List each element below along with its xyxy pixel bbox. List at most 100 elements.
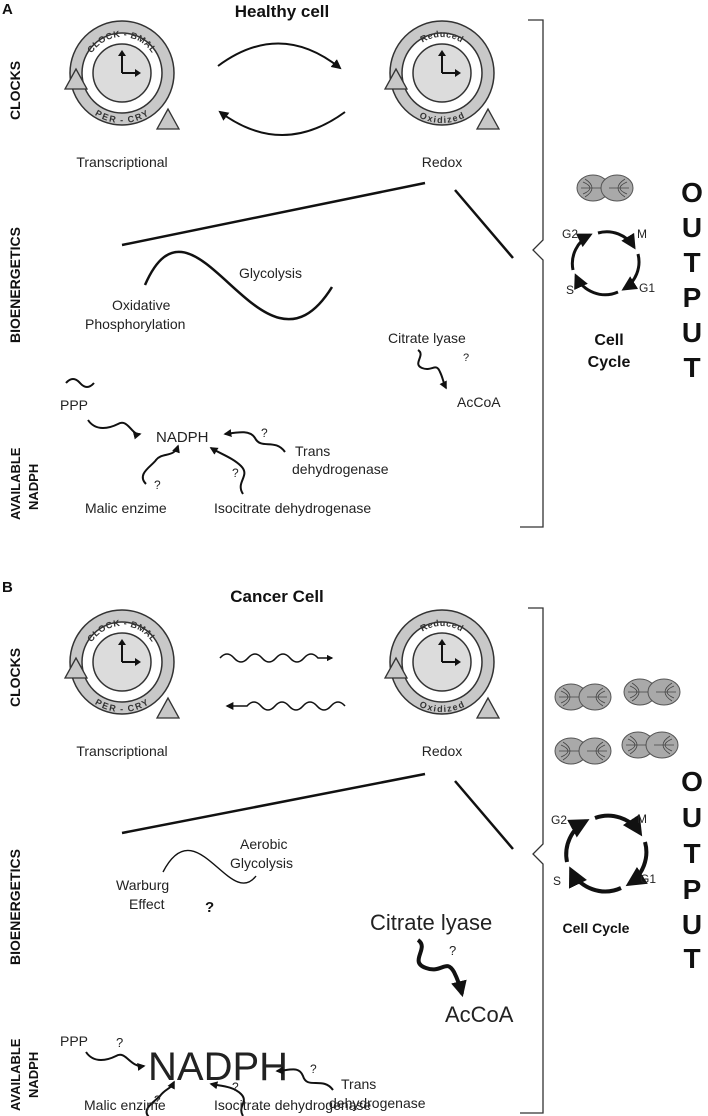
- cycle-m-label: M: [637, 227, 647, 241]
- clock-right-top-label: Reduced: [419, 29, 466, 45]
- isocitrate-label-b: Isocitrate dehydrogenase: [214, 1097, 371, 1113]
- row-label-clocks: CLOCKS: [7, 61, 23, 120]
- row-label-bioenergetics-b: BIOENERGETICS: [7, 849, 23, 965]
- trans-label-b: Trans: [341, 1076, 376, 1092]
- dividing-cell-icon-2: [623, 678, 681, 706]
- row-label-bioenergetics: BIOENERGETICS: [7, 227, 23, 343]
- trans-label: Trans: [295, 443, 330, 459]
- link-redox-output: [454, 189, 514, 259]
- wavy-arrow-to-redox: [219, 653, 334, 663]
- svg-text:P: P: [683, 874, 702, 905]
- panel-a-title: Healthy cell: [235, 2, 330, 21]
- wavy-arrow-to-transcriptional: [225, 701, 346, 711]
- trans-dehydrogenase-label-b: dehydrogenase: [329, 1095, 426, 1111]
- glycolysis-label: Glycolysis: [239, 265, 302, 281]
- link-redox-bioenergetics-b: [121, 772, 426, 835]
- cycle-arrow-g1-s-b: [568, 866, 622, 894]
- isocitrate-question: ?: [232, 466, 239, 480]
- dividing-cell-icon-1: [554, 683, 612, 711]
- panel-b-title: Cancer Cell: [230, 587, 324, 606]
- accoa-label-b: AcCoA: [445, 1002, 514, 1027]
- cell-cycle-diagram: G2 M S G1: [562, 227, 655, 297]
- trans-arrow: [223, 429, 286, 453]
- ppp-label-b: PPP: [60, 1033, 88, 1049]
- cycle-arrow-s-g2: [570, 233, 593, 271]
- isocitrate-arrow-b: [209, 1081, 245, 1116]
- citrate-question: ?: [463, 352, 469, 364]
- cycle-arrow-m-g1: [621, 253, 641, 291]
- bioenergetics-wave-b: [162, 849, 257, 884]
- citrate-arrow-b: [416, 938, 467, 998]
- clock-right-bottom-label-b: Oxidized: [418, 699, 466, 714]
- output-bracket: [520, 19, 544, 528]
- aerobic-glycolysis-label: Glycolysis: [230, 855, 293, 871]
- row-label-nadph-b: NADPH: [26, 1052, 41, 1098]
- svg-text:O: O: [681, 177, 703, 208]
- malic-label: Malic enzime: [85, 500, 167, 516]
- warburg-label: Warburg: [116, 877, 169, 893]
- arrow-redox-to-transcriptional: [218, 110, 346, 136]
- trans-arrow-b: [275, 1066, 334, 1091]
- ppp-label: PPP: [60, 397, 88, 413]
- clock-right-bottom-label: Oxidized: [418, 110, 466, 125]
- svg-text:U: U: [682, 909, 702, 940]
- oxidative-label: Oxidative: [112, 297, 171, 313]
- citrate-lyase-label-b: Citrate lyase: [370, 910, 492, 935]
- trans-question: ?: [261, 426, 268, 440]
- effect-label: Effect: [129, 896, 165, 912]
- malic-arrow-b: [145, 1080, 175, 1116]
- cell-cycle-diagram-b: G2 M S G1: [551, 812, 656, 894]
- output-label-b: O U T P U T: [681, 766, 703, 974]
- citrate-lyase-label: Citrate lyase: [388, 330, 466, 346]
- cycle-g2-label: G2: [562, 227, 578, 241]
- malic-label-b: Malic enzime: [84, 1097, 166, 1113]
- isocitrate-arrow: [209, 447, 246, 495]
- bioenergetics-wave: [143, 250, 334, 321]
- cell-cycle-title-1: Cell: [594, 332, 623, 349]
- dividing-cell-icon: [576, 174, 634, 202]
- citrate-arrow: [417, 349, 447, 390]
- panel-a: A Healthy cell CLOCKS BIOENERGETICS AVAI…: [2, 1, 703, 528]
- isocitrate-label: Isocitrate dehydrogenase: [214, 500, 371, 516]
- aerobic-label: Aerobic: [240, 836, 287, 852]
- trans-dehydrogenase-label: dehydrogenase: [292, 461, 389, 477]
- accoa-label: AcCoA: [457, 394, 501, 410]
- row-label-clocks-b: CLOCKS: [7, 648, 23, 707]
- cycle-arrow-g2-m-b: [594, 813, 643, 837]
- nadph-center-a: NADPH: [156, 429, 209, 446]
- citrate-question-b: ?: [449, 943, 456, 958]
- row-label-available: AVAILABLE: [8, 447, 23, 520]
- link-redox-bioenergetics: [121, 181, 426, 247]
- cycle-g1-label: G1: [639, 281, 655, 295]
- cycle-arrow-g2-m: [597, 230, 636, 250]
- link-redox-output-b: [454, 780, 514, 850]
- output-bracket-b: [520, 607, 544, 1114]
- dividing-cell-icon-4: [621, 731, 679, 759]
- cycle-s-label-b: S: [553, 874, 561, 888]
- cycle-g2-label-b: G2: [551, 813, 567, 827]
- svg-text:O: O: [681, 766, 703, 797]
- trans-question-b: ?: [310, 1062, 317, 1076]
- ppp-arrow-b: [85, 1051, 146, 1071]
- cycle-s-label: S: [566, 283, 574, 297]
- transcriptional-caption: Transcriptional: [76, 154, 167, 170]
- redox-caption: Redox: [422, 154, 462, 170]
- cell-cycle-title-b: Cell Cycle: [563, 920, 630, 936]
- transcriptional-caption-b: Transcriptional: [76, 743, 167, 759]
- row-label-nadph: NADPH: [26, 464, 41, 510]
- panel-a-letter: A: [2, 1, 13, 18]
- svg-text:T: T: [683, 352, 700, 383]
- redox-caption-b: Redox: [422, 743, 462, 759]
- ppp-question-b: ?: [116, 1035, 123, 1050]
- cycle-m-label-b: M: [637, 812, 647, 826]
- cycle-arrow-m-g1-b: [625, 841, 649, 887]
- arrow-transcriptional-to-redox: [217, 42, 342, 70]
- dividing-cell-icon-3: [554, 737, 612, 765]
- cell-cycle-title-2: Cycle: [588, 354, 631, 371]
- cycle-g1-label-b: G1: [640, 872, 656, 886]
- row-label-available-b: AVAILABLE: [8, 1038, 23, 1111]
- cycle-arrow-s-g2-b: [564, 819, 590, 863]
- isocitrate-question-b: ?: [232, 1080, 239, 1094]
- svg-text:U: U: [682, 317, 702, 348]
- ppp-squiggle-icon: [65, 378, 95, 388]
